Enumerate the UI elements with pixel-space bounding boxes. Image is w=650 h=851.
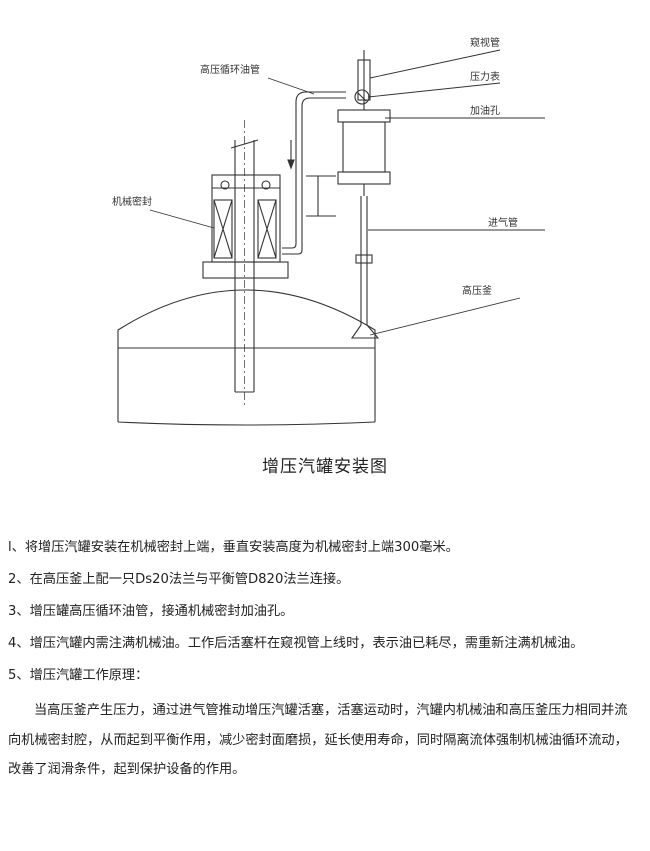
label-sight-tube: 窥视管 <box>470 36 500 49</box>
note-1: l、将增压汽罐安装在机械密封上端，垂直安装高度为机械密封上端300毫米。 <box>8 540 459 555</box>
diagram-caption: 增压汽罐安装图 <box>262 457 388 477</box>
note-3: 3、增压罐高压循环油管，接通机械密封加油孔。 <box>8 604 294 619</box>
air-inlet-pipe <box>350 196 380 339</box>
label-mechanical-seal: 机械密封 <box>112 195 152 208</box>
label-vessel: 高压釜 <box>462 284 492 297</box>
shaft <box>230 120 259 408</box>
height-dimension <box>306 175 336 217</box>
installation-notes: l、将增压汽罐安装在机械密封上端，垂直安装高度为机械密封上端300毫米。 2、在… <box>8 536 640 785</box>
note-2: 2、在高压釜上配一只Ds20法兰与平衡管D820法兰连接。 <box>8 572 350 587</box>
note-5: 5、增压汽罐工作原理： <box>8 668 149 683</box>
label-circulation-pipe: 高压循环油管 <box>200 63 260 76</box>
leader-lines <box>149 49 545 336</box>
circulation-oil-pipe <box>282 91 346 255</box>
installation-diagram: 窥视管 压力表 加油孔 高压循环油管 机械密封 进气管 高压釜 <box>112 36 545 426</box>
label-oil-hole: 加油孔 <box>470 104 500 117</box>
label-pressure-gauge: 压力表 <box>470 70 500 83</box>
working-principle-text: 当高压釜产生压力，通过进气管推动增压汽罐活塞，活塞运动时，汽罐内机械油和高压釜压… <box>8 703 628 777</box>
mechanical-seal-assembly <box>202 174 289 279</box>
note-4: 4、增压汽罐内需注满机械油。工作后活塞杆在窥视管上线时，表示油已耗尽，需重新注满… <box>8 636 584 651</box>
booster-tank <box>337 50 391 196</box>
label-air-inlet-pipe: 进气管 <box>488 216 518 229</box>
vessel-body <box>117 289 376 426</box>
